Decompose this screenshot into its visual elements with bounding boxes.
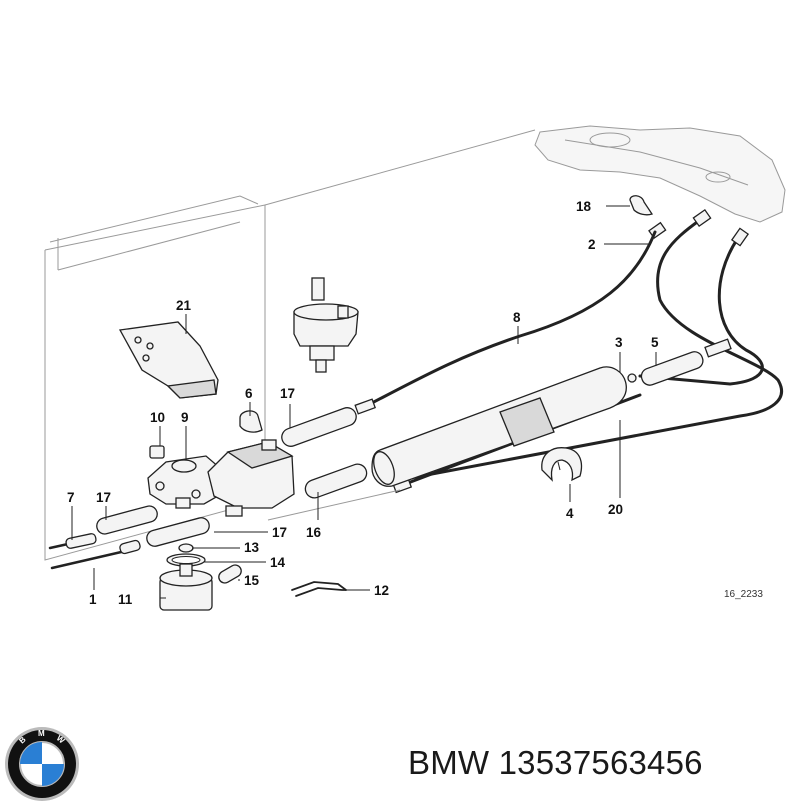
hose-16 bbox=[304, 463, 368, 499]
callout-13: 13 bbox=[244, 540, 260, 555]
svg-text:B: B bbox=[17, 735, 27, 746]
fuel-lines-left bbox=[48, 533, 141, 570]
spring-clip bbox=[291, 581, 347, 597]
o-ring-13 bbox=[178, 543, 194, 553]
clip-6 bbox=[239, 410, 263, 433]
callout-14: 14 bbox=[270, 555, 286, 570]
fuel-line-8 bbox=[354, 230, 657, 415]
callout-9: 9 bbox=[181, 410, 189, 425]
callout-1: 1 bbox=[89, 592, 97, 607]
callout-17-left: 17 bbox=[96, 490, 111, 505]
callout-11: 11 bbox=[118, 592, 133, 607]
svg-text:M: M bbox=[38, 729, 45, 738]
fuel-filter bbox=[371, 366, 637, 487]
callout-labels: 18 2 8 3 5 21 6 17 10 9 7 17 17 13 14 15… bbox=[67, 199, 763, 607]
floor-edge bbox=[267, 489, 401, 521]
callout-15: 15 bbox=[244, 573, 260, 588]
part-number-caption: BMW 13537563456 bbox=[408, 744, 703, 782]
svg-text:W: W bbox=[55, 734, 67, 746]
callout-3: 3 bbox=[615, 335, 623, 350]
callout-17-center: 17 bbox=[272, 525, 287, 540]
callout-20: 20 bbox=[608, 502, 623, 517]
mounting-bracket bbox=[118, 321, 219, 399]
hose-15 bbox=[218, 564, 242, 584]
hose-17-center bbox=[146, 517, 210, 547]
bmw-logo-icon: B M W bbox=[5, 727, 79, 801]
hose-17-left bbox=[96, 505, 158, 535]
callout-16: 16 bbox=[306, 525, 322, 540]
callout-18: 17 bbox=[280, 386, 295, 401]
callout-4: 4 bbox=[566, 506, 574, 521]
fuel-tank-outline bbox=[534, 125, 786, 223]
callout-7: 7 bbox=[67, 490, 75, 505]
callout-12: 12 bbox=[374, 583, 389, 598]
callout-2: 2 bbox=[588, 237, 596, 252]
callout-19: 18 bbox=[576, 199, 592, 214]
diagram-reference-code: 16_2233 bbox=[724, 589, 763, 600]
pressure-regulator bbox=[293, 277, 359, 373]
fuel-distributor bbox=[147, 439, 295, 517]
pressure-damper bbox=[159, 563, 213, 611]
callout-5: 5 bbox=[651, 335, 659, 350]
seal-10 bbox=[149, 445, 165, 459]
callout-8: 8 bbox=[513, 310, 521, 325]
clamp-bracket bbox=[541, 447, 583, 482]
clip-19 bbox=[629, 195, 654, 216]
callout-21: 21 bbox=[176, 298, 192, 313]
o-ring-14 bbox=[166, 553, 206, 567]
hose-18 bbox=[281, 407, 357, 447]
leader-lines bbox=[71, 205, 657, 599]
callout-10: 10 bbox=[150, 410, 165, 425]
brand-name: BMW bbox=[408, 744, 490, 781]
callout-6: 6 bbox=[245, 386, 253, 401]
part-number: 13537563456 bbox=[498, 744, 703, 781]
hose-5 bbox=[640, 338, 732, 386]
